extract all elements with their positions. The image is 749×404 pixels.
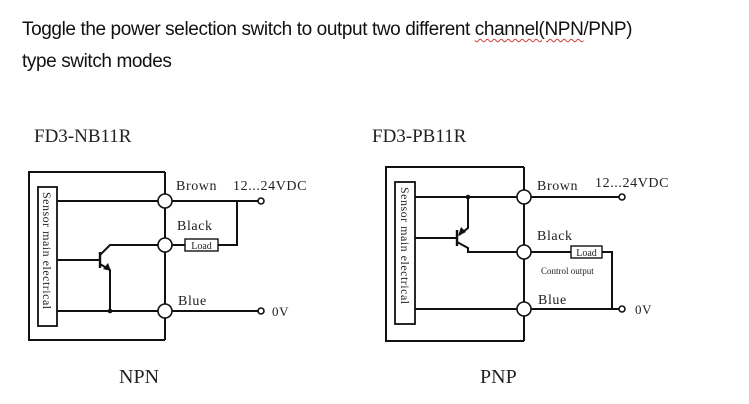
pnp-load-return-wire: [602, 251, 613, 309]
pnp-control-output-label: Control output: [541, 266, 594, 276]
npn-sensor-block: [37, 186, 58, 327]
npn-ground-label: 0V: [272, 304, 289, 319]
npn-sensor-block-label: Sensor main electrical: [40, 192, 54, 310]
npn-black-node: [157, 237, 173, 253]
intro-line-2: type switch modes: [22, 51, 172, 72]
npn-transistor-symbol: [98, 244, 165, 311]
npn-load-label: Load: [191, 241, 212, 252]
pnp-caption: PNP: [480, 366, 517, 388]
pnp-brown-node: [516, 189, 532, 205]
pnp-sensor-block-label: Sensor main electrical: [398, 187, 412, 305]
pnp-model-title: FD3-PB11R: [372, 126, 467, 147]
pnp-transistor-symbol: [455, 197, 524, 253]
pnp-black-node: [516, 244, 532, 260]
intro-line-1: Toggle the power selection switch to out…: [22, 14, 742, 46]
pnp-load-label: Load: [576, 248, 597, 259]
pnp-black-label: Black: [537, 229, 573, 244]
pnp-ground-terminal: [618, 305, 626, 313]
npn-black-label: Black: [177, 219, 213, 234]
intro-line-1-text: Toggle the power selection switch to out…: [22, 19, 475, 40]
npn-ground-terminal: [257, 307, 265, 315]
pnp-blue-label: Blue: [538, 293, 567, 308]
npn-junction-dot: [107, 308, 113, 314]
pnp-brown-label: Brown: [537, 179, 578, 194]
pnp-supply-terminal: [618, 193, 626, 201]
npn-load-return-wire: [218, 201, 238, 246]
pnp-sensor-block: [394, 181, 416, 325]
npn-brown-label: Brown: [176, 179, 217, 194]
npn-caption: NPN: [119, 366, 159, 388]
pnp-ground-label: 0V: [635, 302, 652, 317]
npn-brown-node: [157, 193, 173, 209]
spellcheck-flagged-word: channel(NPN: [474, 19, 584, 40]
npn-diagram: FD3-NB11R Sensor main electrical Load: [28, 126, 307, 388]
intro-line-1-tail: /PNP): [583, 19, 633, 40]
intro-text: Toggle the power selection switch to out…: [22, 14, 742, 78]
pnp-diagram: FD3-PB11R Sensor main electrical Load Br…: [372, 126, 669, 388]
npn-supply-terminal: [257, 197, 265, 205]
npn-supply-label: 12...24VDC: [233, 179, 307, 194]
npn-blue-node: [157, 303, 173, 319]
pnp-housing-box: [385, 166, 524, 342]
npn-housing-box: [28, 171, 165, 341]
pnp-supply-label: 12...24VDC: [595, 176, 669, 191]
npn-model-title: FD3-NB11R: [34, 126, 132, 147]
pnp-blue-node: [516, 301, 532, 317]
npn-blue-label: Blue: [178, 294, 207, 309]
